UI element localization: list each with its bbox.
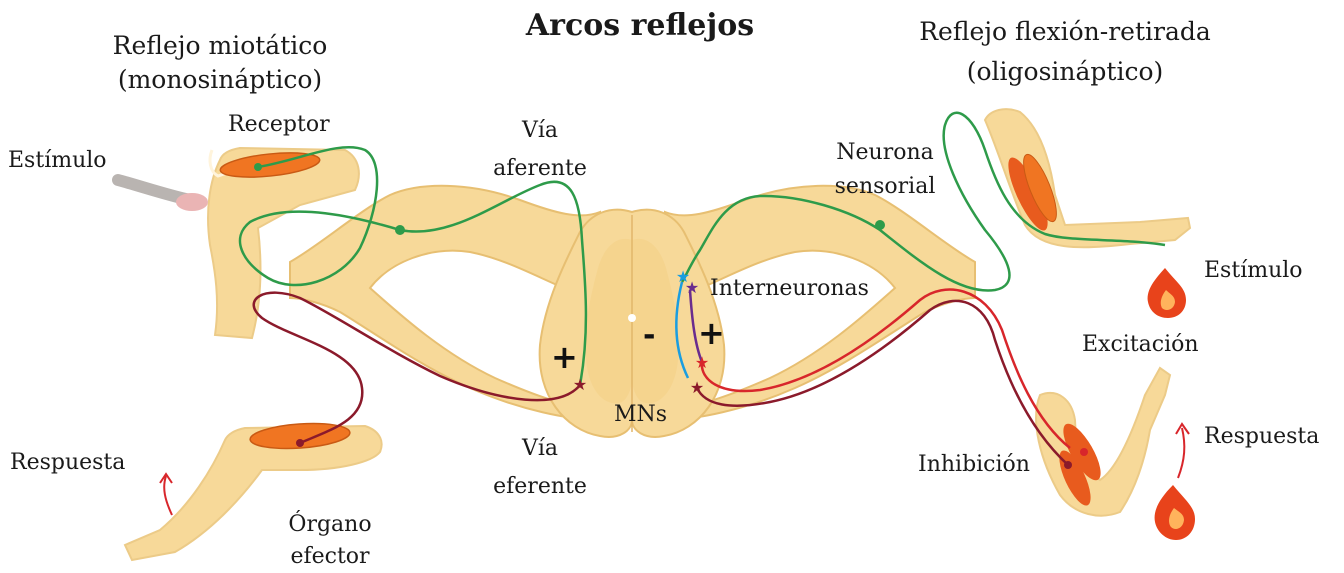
receptor-label: Receptor (228, 112, 330, 138)
sensory-neuron-label-line2: sensorial (820, 174, 950, 200)
left-reflex-title: Reflejo miotático (80, 30, 360, 62)
efferent-label-line1: Vía (470, 436, 610, 462)
response-right-label: Respuesta (1204, 424, 1319, 450)
plus-sign-right: + (698, 314, 725, 352)
left-reflex-subtitle: (monosináptico) (80, 64, 360, 96)
effector-label-line2: efector (270, 544, 390, 570)
plus-sign-left: + (551, 338, 578, 376)
stimulus-left-label: Estímulo (8, 148, 107, 174)
excitation-label: Excitación (1082, 332, 1199, 358)
afferent-label-line2: aferente (470, 156, 610, 182)
response-left-label: Respuesta (10, 450, 125, 476)
sensory-ganglion-right (875, 220, 885, 230)
svg-text:★: ★ (685, 278, 699, 297)
minus-sign: - (643, 318, 655, 353)
svg-text:★: ★ (695, 353, 709, 372)
efferent-label-line2: eferente (470, 474, 610, 500)
flame-icon-lower (1155, 485, 1195, 540)
afferent-label-line1: Vía (470, 118, 610, 144)
interneurons-label: Interneuronas (710, 276, 869, 302)
right-reflex-title: Reflejo flexión-retirada (880, 16, 1250, 48)
right-reflex-subtitle: (oligosináptico) (880, 56, 1250, 88)
motor-neurons-label: MNs (614, 402, 667, 428)
leg-lower-left (125, 421, 382, 560)
arm-upper-right (985, 109, 1190, 247)
stimulus-right-label: Estímulo (1204, 258, 1303, 284)
spinal-cord (290, 186, 975, 437)
svg-text:★: ★ (690, 378, 704, 397)
svg-text:★: ★ (573, 375, 587, 394)
inhibition-label: Inhibición (918, 452, 1030, 478)
diagram-title: Arcos reflejos (490, 10, 790, 42)
flame-icon-upper (1148, 268, 1186, 318)
sensory-ganglion-left (395, 225, 405, 235)
sensory-neuron-label-line1: Neurona (820, 140, 950, 166)
effector-label-line1: Órgano (270, 512, 390, 538)
efferent-pathway-left (254, 293, 580, 443)
